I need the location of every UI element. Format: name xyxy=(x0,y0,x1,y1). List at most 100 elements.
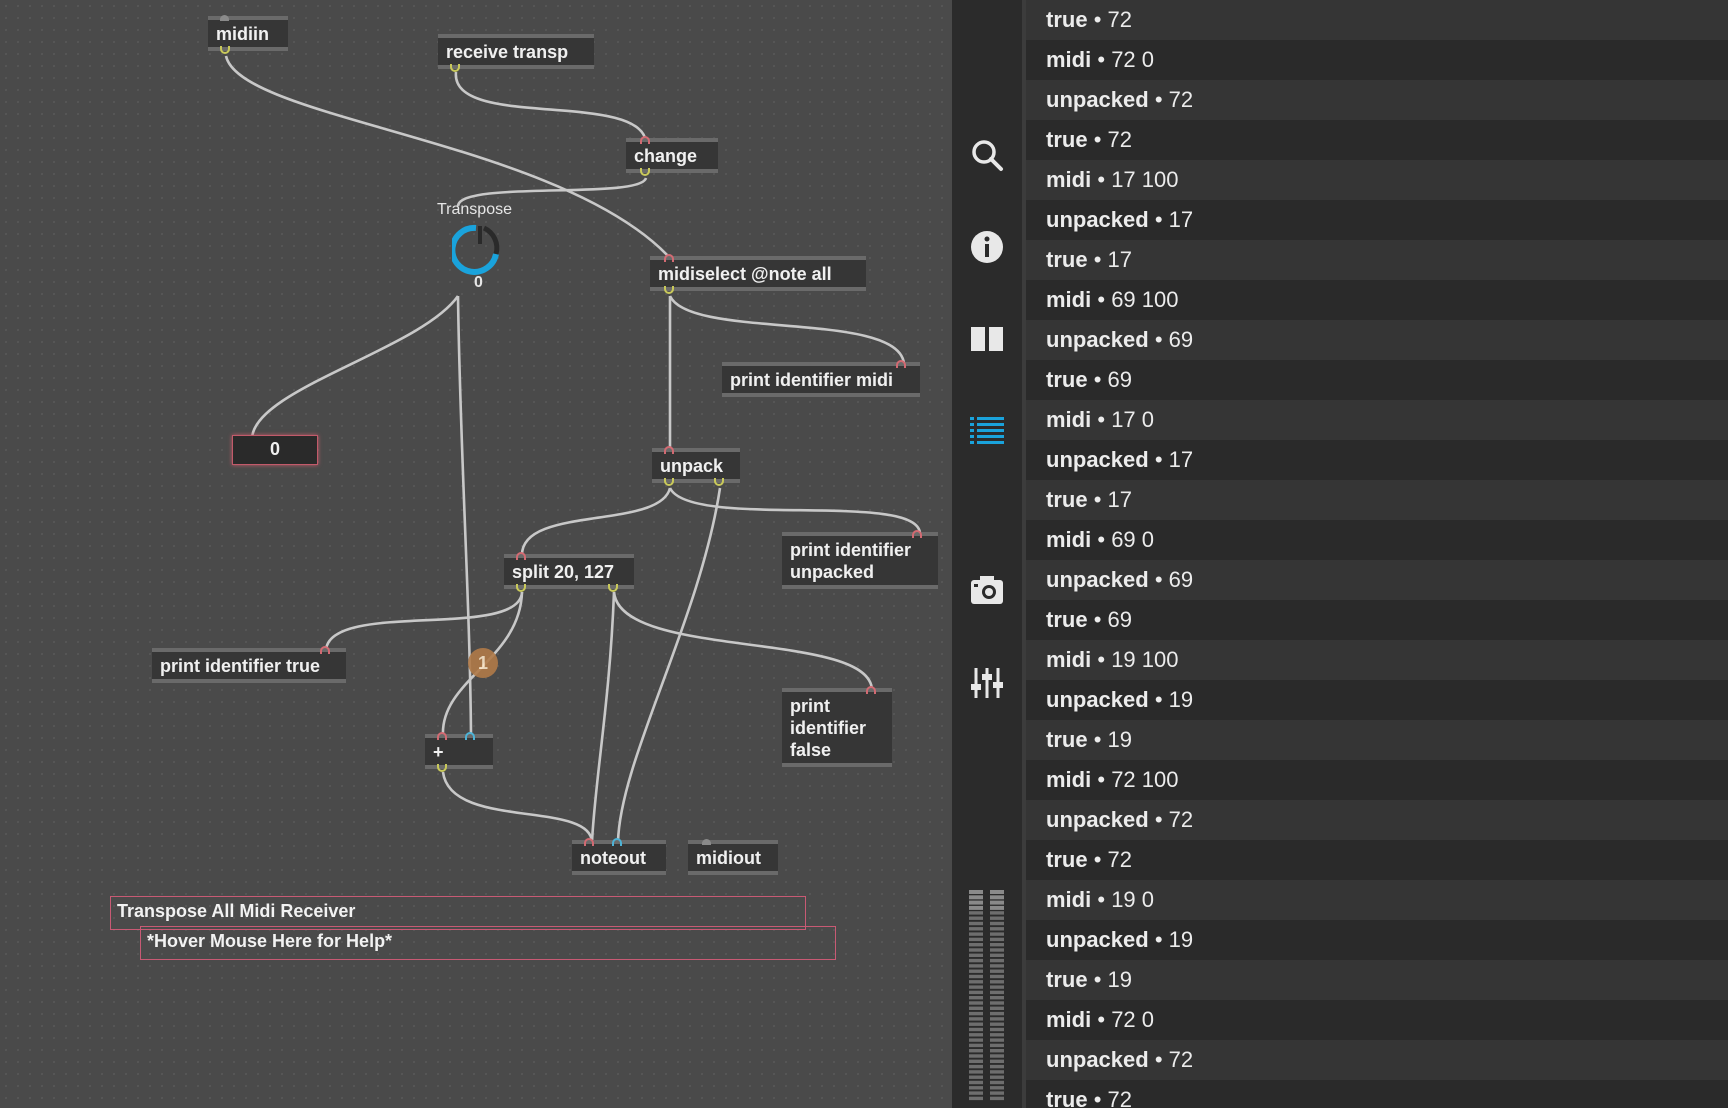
console-row[interactable]: unpacked • 69 xyxy=(1026,560,1728,600)
meter-segment xyxy=(990,1080,1004,1085)
console-row[interactable]: unpacked • 72 xyxy=(1026,80,1728,120)
console-row[interactable]: midi • 72 0 xyxy=(1026,40,1728,80)
console-row[interactable]: unpacked • 19 xyxy=(1026,680,1728,720)
console-separator: • xyxy=(1093,367,1102,392)
console-identifier: true xyxy=(1046,7,1088,32)
sliders-icon[interactable] xyxy=(968,664,1006,702)
console-message: 72 0 xyxy=(1111,1007,1155,1032)
console-row[interactable]: midi • 17 0 xyxy=(1026,400,1728,440)
cord-order-badge[interactable]: 1 xyxy=(468,648,498,678)
console-message: 69 100 xyxy=(1111,287,1179,312)
cord-unpack-print[interactable] xyxy=(668,487,922,535)
midiin-object[interactable]: midiin xyxy=(208,15,288,54)
info-icon[interactable] xyxy=(968,228,1006,266)
patch-cords xyxy=(224,55,922,843)
list-icon[interactable] xyxy=(968,412,1006,450)
cord-receive-change[interactable] xyxy=(454,71,648,143)
meter-segment xyxy=(990,990,1004,995)
print-unpacked-object[interactable]: print identifier unpacked xyxy=(782,530,938,589)
console-separator: • xyxy=(1154,807,1163,832)
cord-unpack-noteout[interactable] xyxy=(616,487,722,843)
console-row[interactable]: true • 72 xyxy=(1026,840,1728,880)
meter-segment xyxy=(990,1070,1004,1074)
meter-segment xyxy=(969,1064,983,1069)
console-row[interactable]: true • 72 xyxy=(1026,120,1728,160)
unpack-object[interactable]: unpack xyxy=(652,446,740,486)
cord-midiin-midiselect[interactable] xyxy=(224,55,671,259)
console-row[interactable]: true • 17 xyxy=(1026,480,1728,520)
plus-object[interactable]: + xyxy=(425,732,493,772)
title-comment[interactable]: Transpose All Midi Receiver xyxy=(110,896,806,930)
console-row[interactable]: true • 69 xyxy=(1026,600,1728,640)
meter-segment xyxy=(990,953,1004,957)
patcher-canvas[interactable]: midiin receive transp change Transpose 0… xyxy=(0,0,952,1108)
console-row[interactable]: true • 19 xyxy=(1026,960,1728,1000)
console-row[interactable]: midi • 17 100 xyxy=(1026,160,1728,200)
console-message: 69 xyxy=(1168,327,1194,352)
console-identifier: unpacked xyxy=(1046,927,1149,952)
cord-midiselect-print[interactable] xyxy=(668,295,906,365)
console-separator: • xyxy=(1093,847,1102,872)
cord-split-printfalse[interactable] xyxy=(612,591,874,691)
cord-split-printtrue[interactable] xyxy=(324,591,524,651)
print-false-object[interactable]: print identifier false xyxy=(782,686,892,767)
console-row[interactable]: unpacked • 17 xyxy=(1026,200,1728,240)
cord-split-noteout[interactable] xyxy=(590,591,616,843)
console-row[interactable]: midi • 19 100 xyxy=(1026,640,1728,680)
meter-segment xyxy=(969,1017,983,1021)
meter-segment xyxy=(969,1054,983,1058)
meter-segment xyxy=(969,1070,983,1074)
console-identifier: midi xyxy=(1046,167,1092,192)
meter-segment xyxy=(990,1064,1004,1069)
console-row[interactable]: midi • 72 100 xyxy=(1026,760,1728,800)
book-icon[interactable] xyxy=(968,320,1006,358)
help-comment[interactable]: *Hover Mouse Here for Help* xyxy=(140,926,836,960)
cord-dial-number[interactable] xyxy=(250,295,460,441)
meter-segment xyxy=(969,985,983,989)
noteout-object[interactable]: noteout xyxy=(572,838,666,875)
print-midi-object[interactable]: print identifier midi xyxy=(722,360,920,397)
cord-change-dial[interactable] xyxy=(456,177,648,207)
console-row[interactable]: true • 17 xyxy=(1026,240,1728,280)
object-label: print identifier midi xyxy=(730,370,894,390)
receive-object[interactable]: receive transp xyxy=(438,34,594,72)
console-row[interactable]: true • 72 xyxy=(1026,1080,1728,1108)
number-box[interactable]: 0 xyxy=(232,435,318,465)
console-identifier: true xyxy=(1046,847,1088,872)
console-row[interactable]: true • 72 xyxy=(1026,0,1728,40)
camera-icon[interactable] xyxy=(968,572,1006,610)
change-object[interactable]: change xyxy=(626,136,718,176)
print-true-object[interactable]: print identifier true xyxy=(152,646,346,683)
console-message: 72 xyxy=(1107,127,1132,152)
console-separator: • xyxy=(1154,327,1163,352)
console-row[interactable]: midi • 19 0 xyxy=(1026,880,1728,920)
console-row[interactable]: midi • 72 0 xyxy=(1026,1000,1728,1040)
console-message: 17 0 xyxy=(1111,407,1155,432)
console-row[interactable]: unpacked • 72 xyxy=(1026,1040,1728,1080)
console-message: 69 xyxy=(1168,567,1194,592)
meter-segment xyxy=(990,1096,1004,1101)
midiout-object[interactable]: midiout xyxy=(688,839,778,875)
console-separator: • xyxy=(1097,527,1106,552)
transpose-dial[interactable] xyxy=(452,222,508,278)
meter-segment xyxy=(969,905,983,910)
cord-unpack-split[interactable] xyxy=(520,487,672,557)
console-row[interactable]: true • 19 xyxy=(1026,720,1728,760)
search-icon[interactable] xyxy=(968,136,1006,174)
midiselect-object[interactable]: midiselect @note all xyxy=(650,254,866,294)
console-row[interactable]: unpacked • 69 xyxy=(1026,320,1728,360)
console-row[interactable]: midi • 69 0 xyxy=(1026,520,1728,560)
console-row[interactable]: true • 69 xyxy=(1026,360,1728,400)
cord-plus-noteout[interactable] xyxy=(441,771,594,843)
meter-segment xyxy=(969,1086,983,1090)
console-row[interactable]: unpacked • 17 xyxy=(1026,440,1728,480)
console-row[interactable]: unpacked • 19 xyxy=(1026,920,1728,960)
console-separator: • xyxy=(1093,247,1102,272)
console-row[interactable]: midi • 69 100 xyxy=(1026,280,1728,320)
meter-segment xyxy=(969,1059,983,1063)
meter-segment xyxy=(969,969,983,973)
split-object[interactable]: split 20, 127 xyxy=(504,552,634,592)
meter-segment xyxy=(990,1011,1004,1016)
console-row[interactable]: unpacked • 72 xyxy=(1026,800,1728,840)
